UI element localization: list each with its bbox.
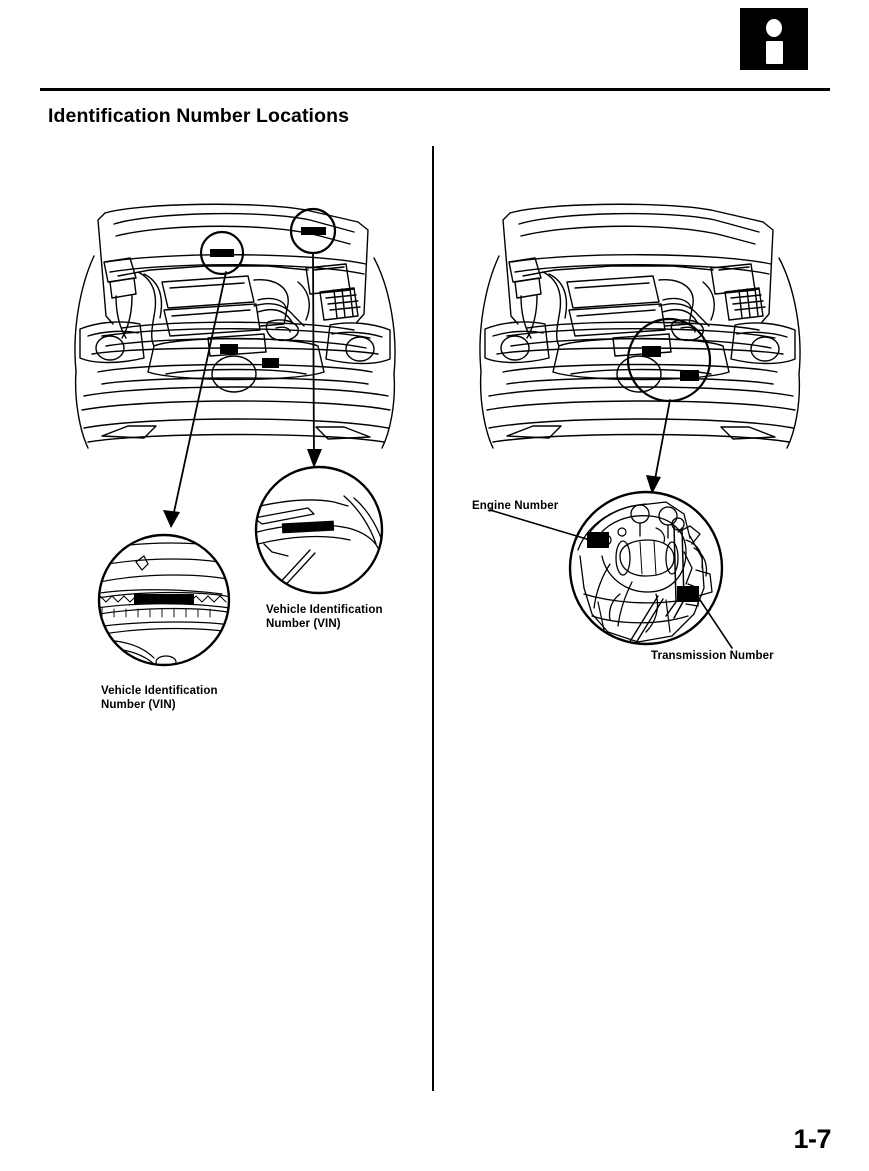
info-icon-stem (766, 41, 783, 64)
engine-bay-contents (101, 254, 371, 357)
leader-arrow-engine-transmission (646, 399, 671, 494)
callout-circle-vin-dash (199, 230, 245, 276)
leader-arrow-vin-dash (163, 271, 227, 528)
leader-line-transmission-number (695, 593, 733, 649)
detail-circle-engine-transmission (568, 490, 724, 646)
engine-number-stamp (587, 532, 609, 548)
transmission-number-stamp (677, 586, 699, 602)
page-number: 1-7 (793, 1124, 831, 1154)
caption-transmission-number: Transmission Number (651, 650, 774, 662)
callout-circle-engine-transmission (626, 317, 712, 403)
page-title: Identification Number Locations (48, 105, 350, 127)
column-divider (432, 146, 434, 1091)
engine-bay-contents (506, 254, 776, 357)
header-divider-rule (40, 88, 830, 91)
figure-engine-transmission-numbers (460, 196, 850, 686)
leader-arrow-vin-hood (307, 253, 322, 468)
info-icon (740, 8, 808, 70)
callout-circle-vin-hood (289, 207, 337, 255)
caption-engine-number: Engine Number (472, 500, 559, 512)
vin-plate-mark-lower-a (220, 344, 238, 354)
car-front-outline (74, 203, 396, 449)
detail-circle-vin-hood (254, 465, 384, 595)
caption-vin-hood: Vehicle Identification Number (VIN) (266, 604, 383, 630)
detail-circle-vin-dash (97, 533, 231, 667)
leader-line-engine-number (489, 509, 591, 541)
vin-plate-mark-lower-b (262, 358, 279, 368)
car-front-outline (479, 203, 801, 449)
info-icon-dot (766, 19, 782, 37)
figure-vin-locations (58, 196, 418, 726)
caption-vin-dash: Vehicle Identification Number (VIN) (101, 685, 218, 711)
